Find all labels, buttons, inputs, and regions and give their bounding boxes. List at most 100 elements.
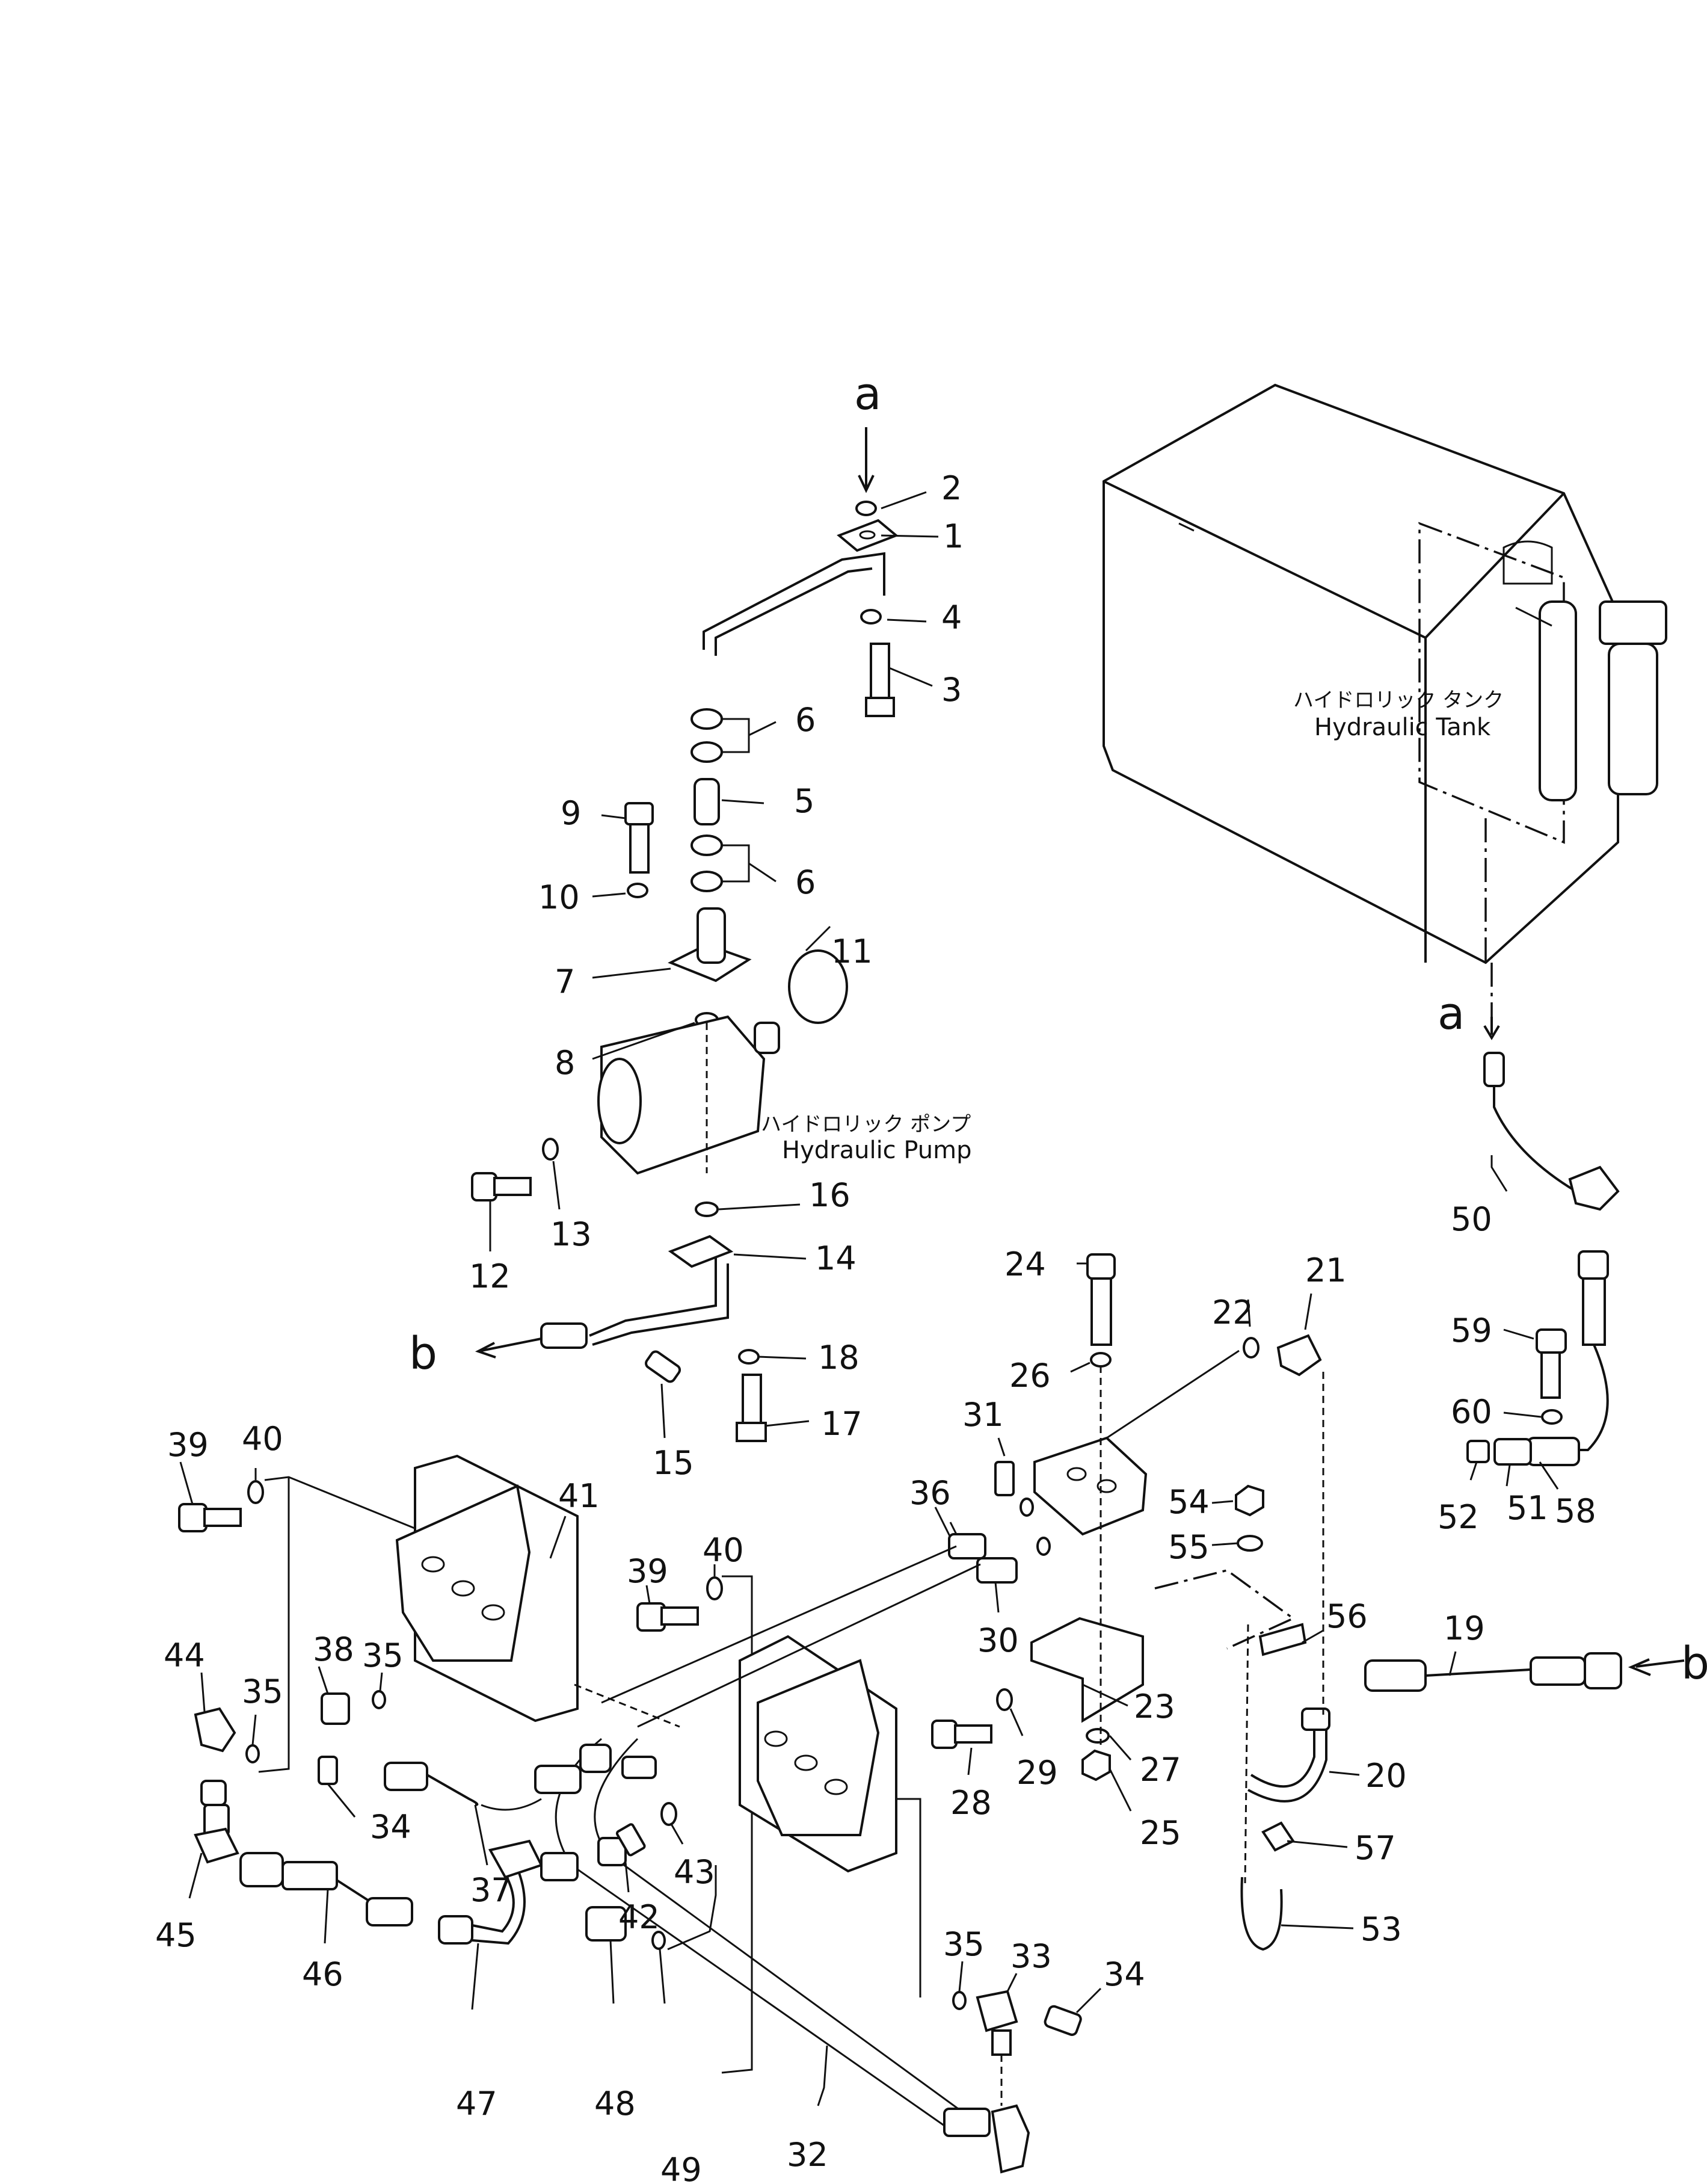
washer-55 xyxy=(1237,1535,1263,1552)
o-ring-35-mid xyxy=(372,1690,386,1709)
bracket-23 xyxy=(1030,1617,1144,1723)
callout-2: 2 xyxy=(941,469,962,507)
callout-38: 38 xyxy=(313,1630,354,1668)
washer-60 xyxy=(1541,1409,1563,1425)
washer-13 xyxy=(542,1138,559,1161)
bolt-3 xyxy=(865,643,895,717)
callout-5: 5 xyxy=(794,782,814,820)
hose-58 xyxy=(1527,1250,1609,1466)
callout-4: 4 xyxy=(941,599,962,637)
o-ring-31b xyxy=(1036,1537,1051,1556)
callout-55: 55 xyxy=(1168,1528,1210,1566)
o-ring-35-right xyxy=(952,1991,967,2010)
callout-24: 24 xyxy=(1004,1245,1046,1283)
callout-39a: 39 xyxy=(167,1426,209,1464)
callout-9: 9 xyxy=(561,794,581,832)
elbow-44 xyxy=(194,1707,236,1753)
o-ring-49 xyxy=(651,1931,666,1950)
callout-47: 47 xyxy=(456,2085,497,2123)
washer-26 xyxy=(1090,1352,1112,1368)
callout-19: 19 xyxy=(1444,1609,1485,1647)
callout-13: 13 xyxy=(550,1215,592,1253)
hose-19 xyxy=(1364,1652,1622,1692)
bolt-39-left xyxy=(178,1503,242,1532)
callout-23: 23 xyxy=(1134,1688,1175,1726)
callout-6a: 6 xyxy=(795,701,816,739)
callout-58: 58 xyxy=(1555,1492,1596,1530)
callout-12: 12 xyxy=(469,1257,511,1295)
callout-32: 32 xyxy=(787,2136,828,2174)
hose-53 xyxy=(1240,1877,1283,1951)
callout-22: 22 xyxy=(1212,1294,1253,1331)
leader-lines xyxy=(179,491,1559,2106)
callout-39b: 39 xyxy=(627,1552,668,1590)
callout-59: 59 xyxy=(1451,1312,1492,1350)
o-ring-31 xyxy=(1020,1498,1034,1517)
bolt-24 xyxy=(1086,1253,1116,1346)
callout-40a: 40 xyxy=(242,1420,283,1458)
bolt-42 xyxy=(597,1823,646,1866)
callout-33: 33 xyxy=(1010,1937,1052,1975)
control-valve-41 xyxy=(395,1454,579,1723)
marker-a-top-arrow xyxy=(858,427,875,493)
hydraulic-tank: ハイドロリック タンク Hydraulic Tank xyxy=(1103,383,1667,964)
fitting-42b xyxy=(621,1756,657,1779)
washer-43 xyxy=(660,1802,677,1826)
callout-17: 17 xyxy=(821,1405,863,1443)
callout-29: 29 xyxy=(1017,1754,1058,1792)
elbow-45 xyxy=(194,1780,239,1864)
tube-20 xyxy=(1247,1707,1330,1803)
callout-35c: 35 xyxy=(943,1925,985,1963)
fitting-48 xyxy=(585,1906,627,1942)
callout-57: 57 xyxy=(1355,1829,1396,1867)
callout-41: 41 xyxy=(558,1477,600,1515)
fitting-15 xyxy=(645,1350,681,1383)
callout-50: 50 xyxy=(1451,1200,1492,1238)
leader-22-line xyxy=(1106,1350,1240,1439)
callout-18: 18 xyxy=(818,1339,860,1377)
callout-54: 54 xyxy=(1168,1483,1210,1521)
o-ring-11 xyxy=(788,949,848,1024)
callout-36: 36 xyxy=(909,1474,951,1512)
marker-a-tank: a xyxy=(1438,988,1465,1040)
leader-49-line xyxy=(667,1865,717,1951)
callout-6b: 6 xyxy=(795,863,816,901)
elbow-21 xyxy=(1276,1334,1322,1377)
marker-b-left: b xyxy=(409,1328,437,1380)
fitting-34-left xyxy=(318,1756,338,1785)
bolt-59 xyxy=(1536,1328,1567,1399)
bolt-17 xyxy=(736,1374,767,1442)
tank-outlet-arrow xyxy=(1483,1017,1500,1040)
bolt-12 xyxy=(471,1172,532,1202)
plug-52 xyxy=(1466,1440,1490,1463)
pipe-1 xyxy=(703,519,899,656)
tank-label-jp: ハイドロリック タンク xyxy=(1293,688,1504,712)
washer-4 xyxy=(860,609,882,625)
spacer-31 xyxy=(994,1461,1015,1496)
o-ring-35-left xyxy=(245,1744,260,1763)
callout-31: 31 xyxy=(962,1396,1004,1434)
bolt-9 xyxy=(624,802,654,874)
o-ring-22 xyxy=(1243,1337,1259,1359)
washer-40-mid xyxy=(706,1576,723,1600)
callout-10: 10 xyxy=(538,878,580,916)
washer-29 xyxy=(996,1688,1013,1711)
callout-51: 51 xyxy=(1507,1489,1548,1527)
callout-37: 37 xyxy=(470,1871,512,1909)
washer-27 xyxy=(1086,1728,1110,1744)
control-valve-right xyxy=(739,1635,897,1873)
hose-46 xyxy=(239,1852,413,1926)
pipe-36-line xyxy=(601,1545,957,1704)
tube-47 xyxy=(438,1839,579,1945)
callout-49: 49 xyxy=(660,2151,702,2184)
axis-hose-53 xyxy=(1244,1624,1249,1884)
fitting-38 xyxy=(321,1692,350,1725)
washer-10 xyxy=(627,883,648,898)
leader-valve-right xyxy=(721,1575,753,2074)
washer-18 xyxy=(738,1349,760,1365)
connector-30 xyxy=(976,1557,1018,1584)
washer-40-left xyxy=(247,1480,264,1504)
callout-3: 3 xyxy=(941,671,962,709)
leader-valve-41-left xyxy=(258,1477,290,1773)
